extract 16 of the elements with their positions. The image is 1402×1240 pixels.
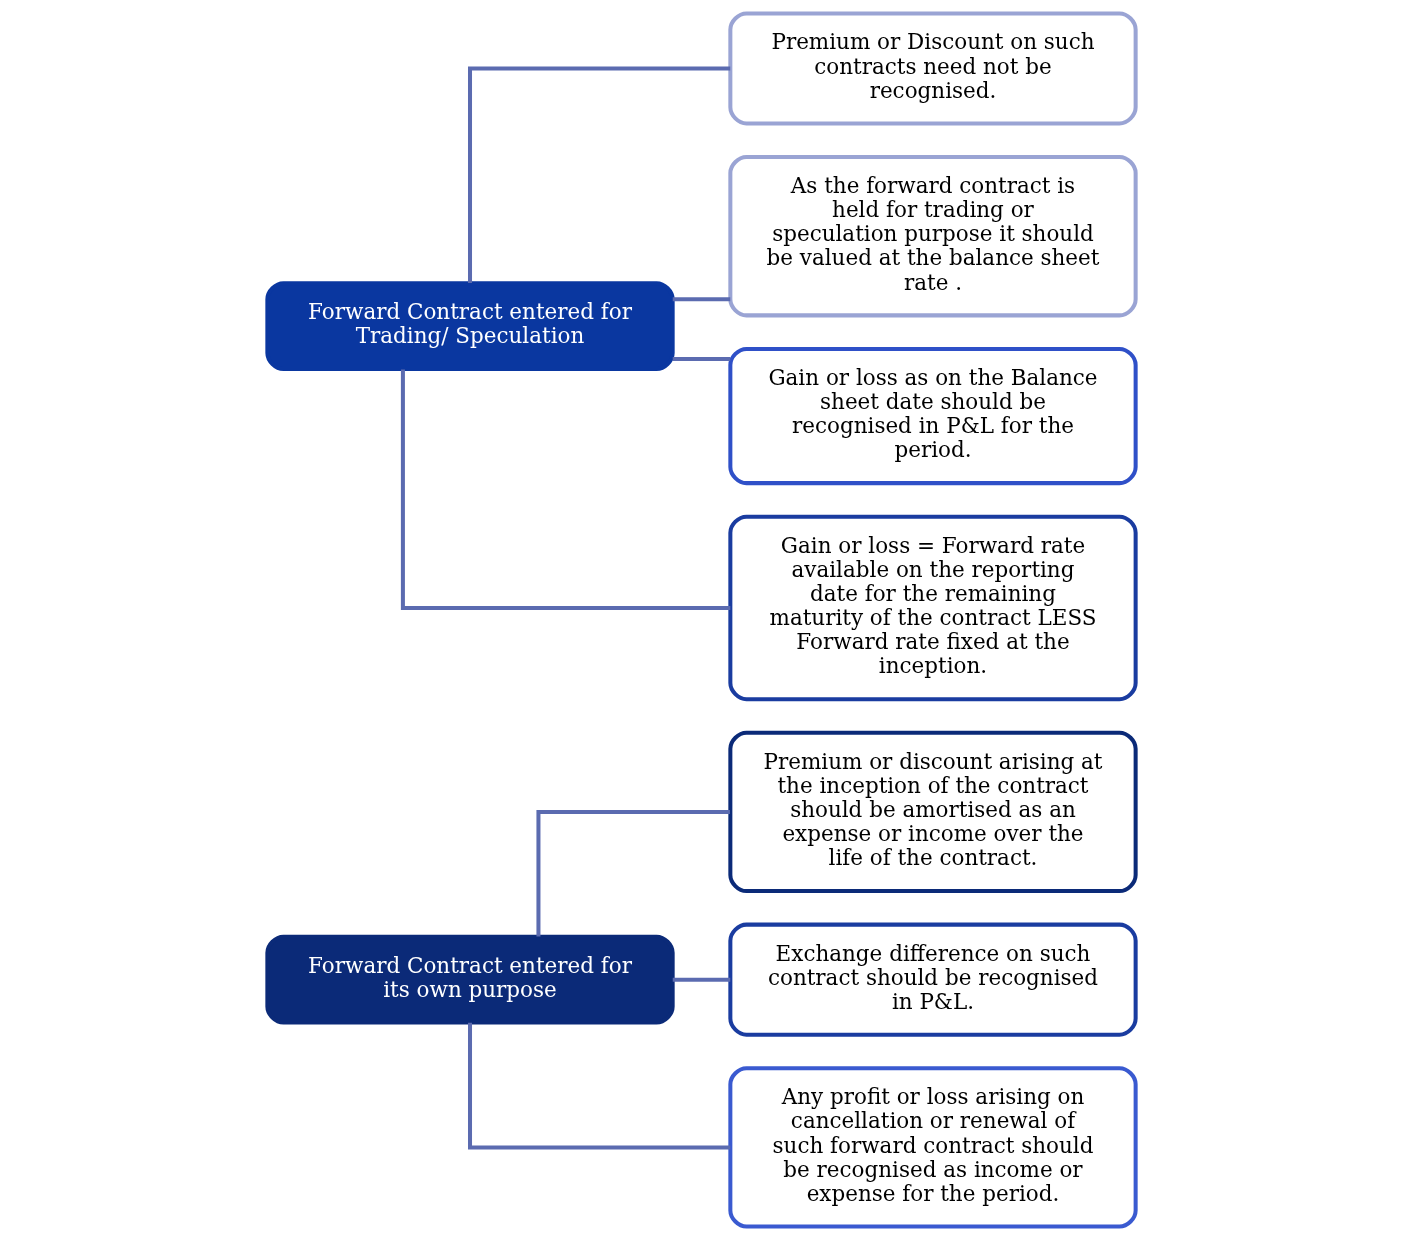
node-box: Exchange difference on such contract should be recognised in P&L. xyxy=(727,922,1138,1037)
node-box: As the forward contract is held for trading or speculation purpose it should be valued at the balance sheet rate . xyxy=(727,155,1138,318)
connector xyxy=(535,809,730,937)
connector xyxy=(467,1022,730,1150)
node-box: Premium or discount arising at the inception of the contract should be amortised as an expense or income over the life of the contract. xyxy=(727,730,1138,894)
node-box: Gain or loss as on the Balance sheet date should be recognised in P&L for the period. xyxy=(727,346,1138,486)
connector xyxy=(672,297,730,302)
connector xyxy=(467,66,730,283)
node-box: Any profit or loss arising on cancellation or renewal of such forward contract should be recognised as income or expense for the period. xyxy=(727,1066,1138,1229)
node-box: Forward Contract entered for its own purpose xyxy=(264,934,675,1025)
node-box: Forward Contract entered for Trading/ Speculation xyxy=(264,281,675,372)
connector xyxy=(400,369,730,610)
node-box: Gain or loss = Forward rate available on the reporting date for the remaining maturity of the contract LESS Forward rate fixed at the inception. xyxy=(727,514,1138,702)
connector xyxy=(672,356,730,361)
connector xyxy=(672,977,730,982)
node-box: Premium or Discount on such contracts need not be recognised. xyxy=(727,11,1138,126)
